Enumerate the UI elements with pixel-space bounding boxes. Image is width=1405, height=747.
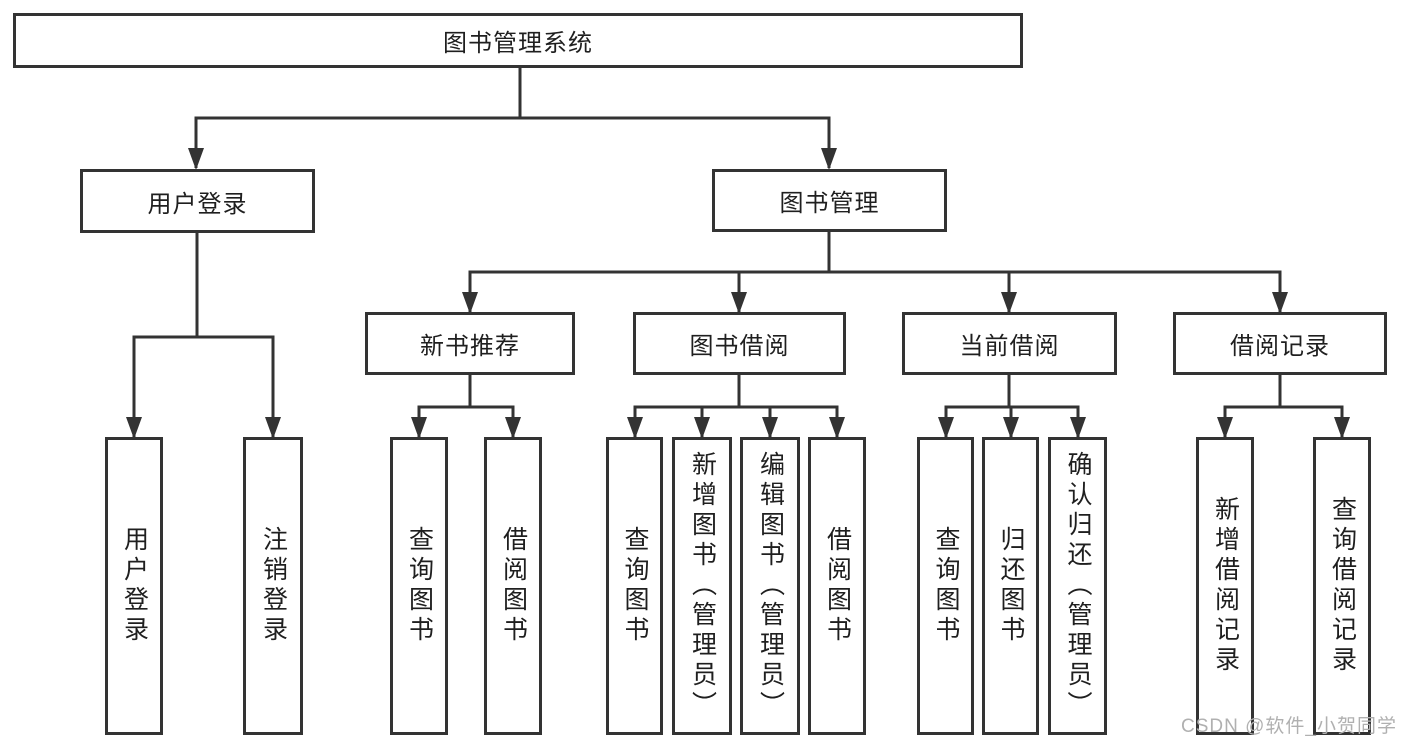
node-book-borrow: 图书借阅 xyxy=(633,312,846,375)
leaf-borrow-query-book: 查询图书 xyxy=(606,437,663,735)
node-user-login-label: 用户登录 xyxy=(147,190,248,218)
node-book-management-label: 图书管理 xyxy=(779,190,880,217)
leaf-user-login: 用户登录 xyxy=(105,437,163,735)
leaf-logout-login: 注销登录 xyxy=(243,437,303,735)
node-library-system: 图书管理系统 xyxy=(13,13,1023,68)
connector-userlogin-to-leaves xyxy=(132,233,275,437)
node-library-system-label: 图书管理系统 xyxy=(443,30,593,57)
leaf-borrow-query-book-label: 查询图书 xyxy=(621,526,649,646)
node-user-login: 用户登录 xyxy=(80,169,315,233)
connector-borrowrecord-to-leaves xyxy=(1223,375,1344,437)
leaf-query-borrow-record: 查询借阅记录 xyxy=(1313,437,1371,735)
leaf-borrow-borrow-book-label: 借阅图书 xyxy=(823,526,852,646)
leaf-current-query-book-label: 查询图书 xyxy=(932,526,960,646)
leaf-return-book-label: 归还图书 xyxy=(997,526,1025,646)
leaf-logout-login-label: 注销登录 xyxy=(259,526,288,646)
leaf-current-query-book: 查询图书 xyxy=(917,437,974,735)
leaf-recommend-query-book: 查询图书 xyxy=(390,437,448,735)
node-current-borrow-label: 当前借阅 xyxy=(959,333,1060,360)
node-book-borrow-label: 图书借阅 xyxy=(689,333,790,360)
leaf-add-borrow-record-label: 新增借阅记录 xyxy=(1211,496,1240,676)
node-current-borrow: 当前借阅 xyxy=(902,312,1117,375)
leaf-add-book-admin: 新增图书（管理员） xyxy=(672,437,732,735)
leaf-add-book-admin-label: 新增图书（管理员） xyxy=(688,451,717,721)
node-new-book-recommend-label: 新书推荐 xyxy=(420,333,520,360)
node-borrow-record: 借阅记录 xyxy=(1173,312,1387,375)
watermark: CSDN @软件_小贺同学 xyxy=(1181,716,1397,737)
leaf-recommend-query-book-label: 查询图书 xyxy=(405,526,434,646)
leaf-edit-book-admin-label: 编辑图书（管理员） xyxy=(756,451,785,721)
leaf-edit-book-admin: 编辑图书（管理员） xyxy=(740,437,800,735)
leaf-recommend-borrow-book-label: 借阅图书 xyxy=(499,526,528,646)
leaf-add-borrow-record: 新增借阅记录 xyxy=(1196,437,1254,735)
leaf-return-book: 归还图书 xyxy=(982,437,1039,735)
leaf-recommend-borrow-book: 借阅图书 xyxy=(484,437,542,735)
node-book-management: 图书管理 xyxy=(712,169,947,232)
connector-bookmgmt-to-level3 xyxy=(468,232,1282,312)
connector-root-to-level2 xyxy=(194,68,831,168)
connector-bookborrow-to-leaves xyxy=(633,375,839,437)
node-borrow-record-label: 借阅记录 xyxy=(1230,333,1330,360)
leaf-user-login-label: 用户登录 xyxy=(120,526,149,646)
leaf-query-borrow-record-label: 查询借阅记录 xyxy=(1328,496,1357,676)
node-new-book-recommend: 新书推荐 xyxy=(365,312,575,375)
leaf-confirm-return-admin: 确认归还（管理员） xyxy=(1048,437,1107,735)
leaf-borrow-borrow-book: 借阅图书 xyxy=(808,437,866,735)
arrowheads xyxy=(126,148,1350,439)
leaf-confirm-return-admin-label: 确认归还（管理员） xyxy=(1064,451,1092,721)
connector-recommend-to-leaves xyxy=(417,375,515,437)
